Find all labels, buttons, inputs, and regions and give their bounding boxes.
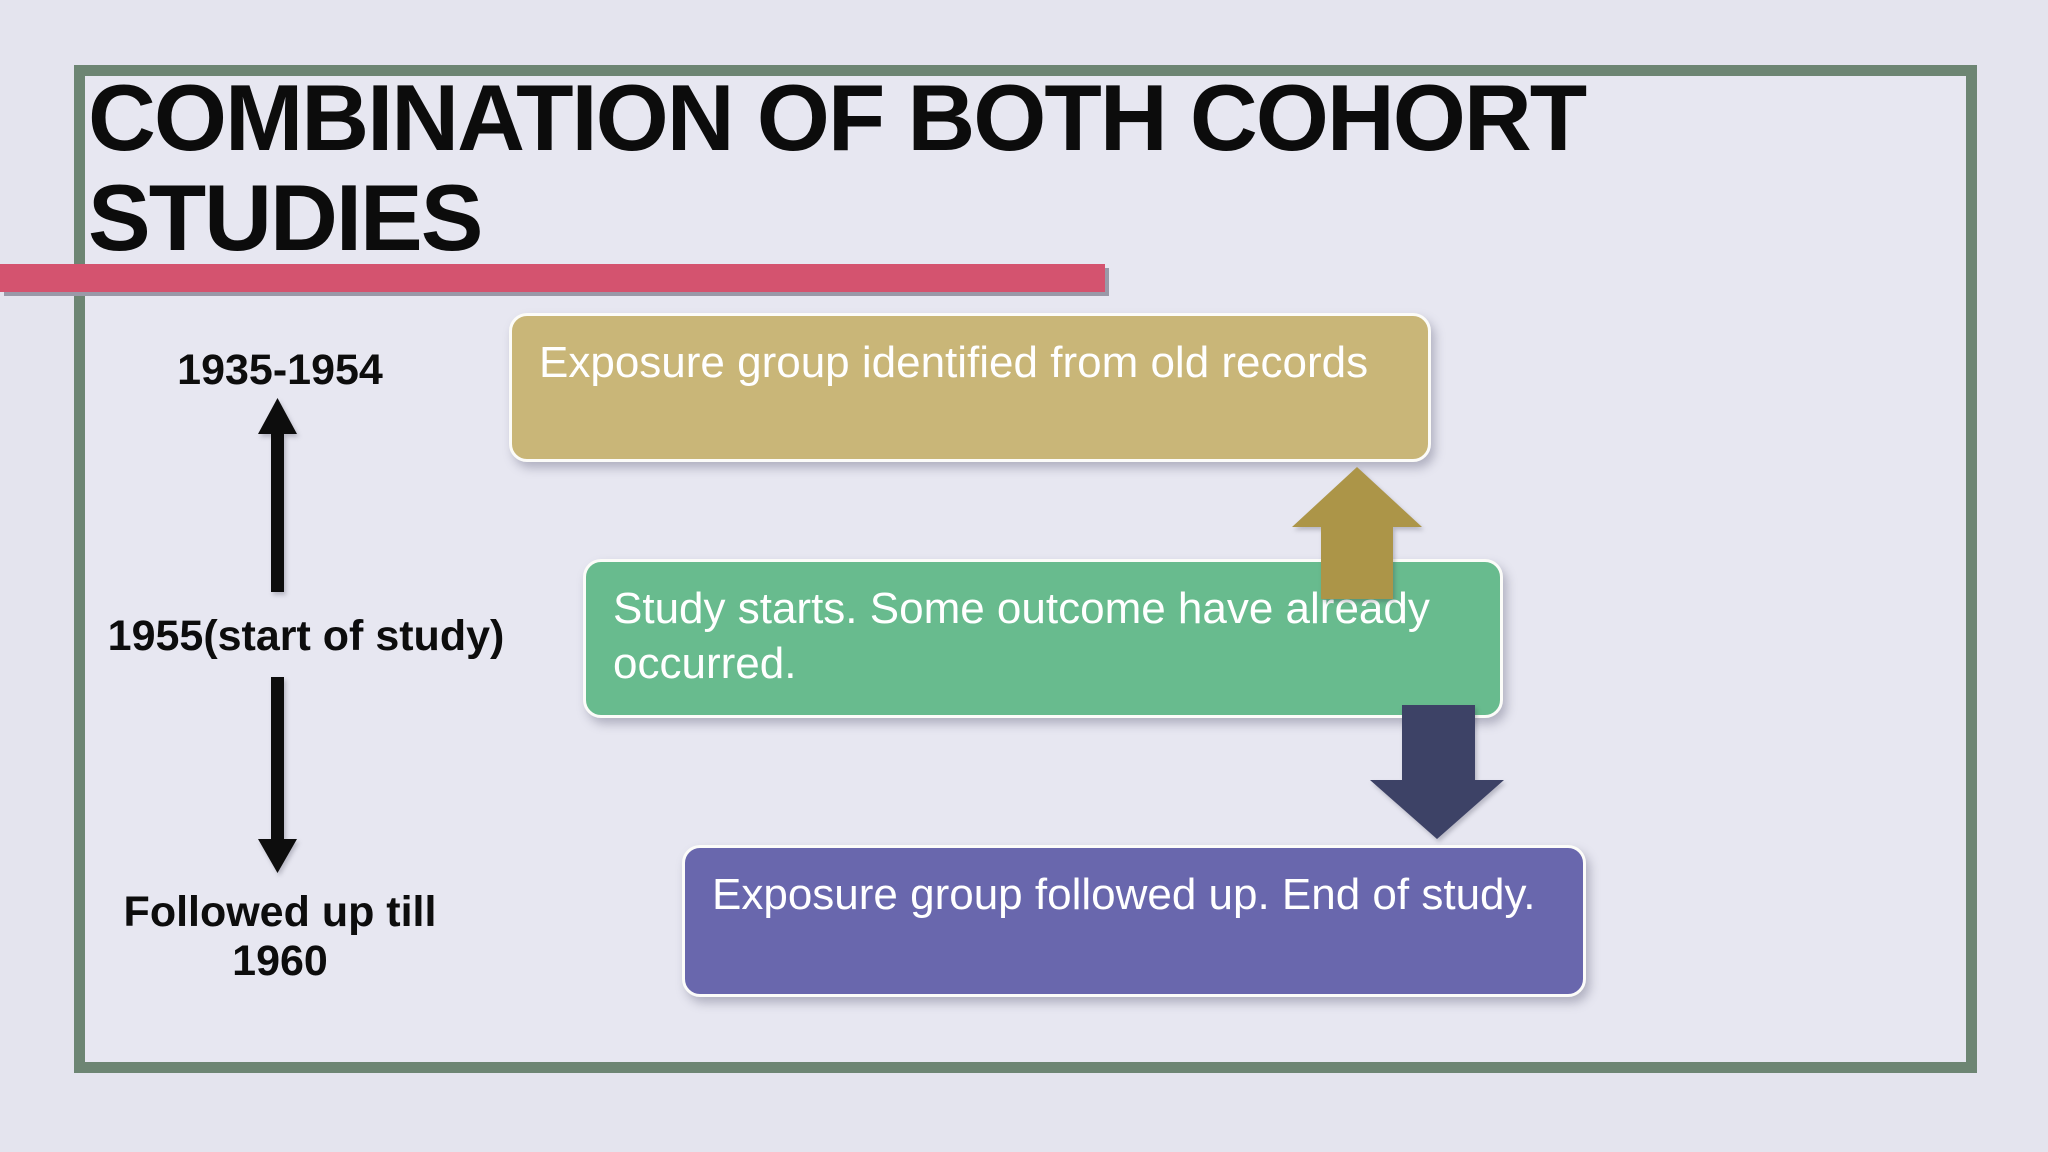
flow-box-study-starts-text: Study starts. Some outcome have already … bbox=[613, 584, 1430, 688]
timeline-label-followed-up: Followed up till 1960 bbox=[123, 888, 437, 986]
flow-box-exposure-identified-text: Exposure group identified from old recor… bbox=[539, 338, 1369, 387]
flow-box-exposure-followed: Exposure group followed up. End of study… bbox=[682, 845, 1586, 997]
gold-up-arrow-shape bbox=[1292, 467, 1422, 599]
timeline-up-arrow-shape bbox=[258, 398, 297, 592]
timeline-label-1935-1954: 1935-1954 bbox=[177, 346, 383, 394]
accent-bar bbox=[0, 264, 1105, 292]
timeline-down-arrow-icon bbox=[258, 677, 297, 873]
flow-box-exposure-identified: Exposure group identified from old recor… bbox=[509, 313, 1431, 462]
timeline-label-1955-start: 1955(start of study) bbox=[107, 612, 505, 660]
page-title: COMBINATION OF BOTH COHORT STUDIES bbox=[88, 65, 1587, 270]
timeline-down-arrow-shape bbox=[258, 677, 297, 873]
timeline-up-arrow-icon bbox=[258, 398, 297, 592]
navy-down-arrow-shape bbox=[1370, 705, 1504, 839]
navy-down-arrow-icon bbox=[1370, 705, 1504, 839]
flow-box-exposure-followed-text: Exposure group followed up. End of study… bbox=[712, 870, 1536, 919]
gold-up-arrow-icon bbox=[1292, 467, 1422, 599]
